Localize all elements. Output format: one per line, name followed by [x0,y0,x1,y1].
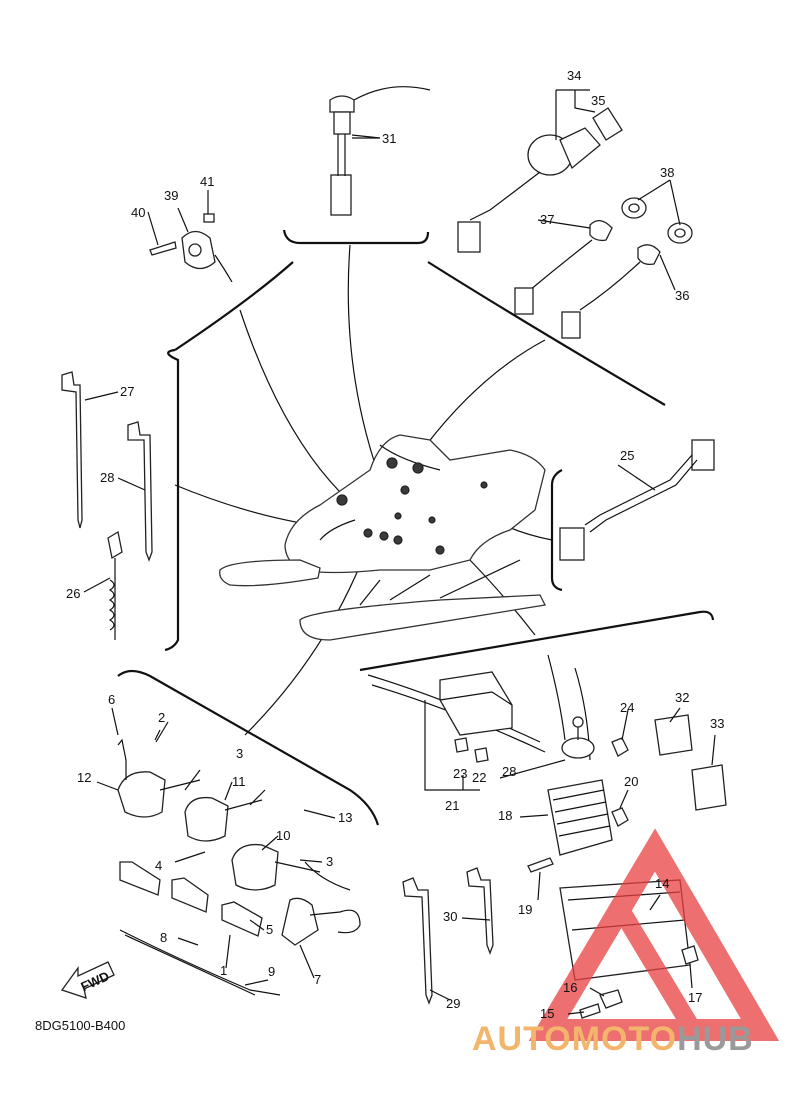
callout-23: 23 [453,766,467,781]
fwd-arrow: FWD [60,961,115,999]
lower-right-electrical [367,654,727,1019]
callout-9: 9 [268,964,275,979]
callout-31: 31 [382,131,396,146]
callout-4: 4 [155,858,162,873]
callout-10: 10 [276,828,290,843]
callout-26: 26 [66,586,80,601]
callout-18: 18 [498,808,512,823]
region-boundaries [117,229,715,826]
callout-1: 1 [220,963,227,978]
callout-25: 25 [620,448,634,463]
callout-5: 5 [266,922,273,937]
watermark-text-part1: AUTOMOTO [472,1020,678,1058]
watermark-text: AUTOMOTOHUB [472,1020,754,1059]
callout-41: 41 [200,174,214,189]
callout-2: 2 [158,710,165,725]
callout-39: 39 [164,188,178,203]
callout-6: 6 [108,692,115,707]
fwd-label: FWD [78,968,111,994]
callout-37: 37 [540,212,554,227]
callout-35: 35 [591,93,605,108]
callout-28b: 28 [502,764,516,779]
watermark-text-part2: HUB [677,1020,754,1058]
callout-3a: 3 [236,746,243,761]
part-27-28-26-ties [61,371,153,640]
callout-29: 29 [446,996,460,1011]
callout-7: 7 [314,972,321,987]
callout-24: 24 [620,700,634,715]
callout-numbers: 1 2 3 3 3 4 5 6 7 8 9 10 11 12 13 14 15 … [66,68,724,1021]
callout-28a: 28 [100,470,114,485]
callout-16: 16 [563,980,577,995]
part-36-37-lamps [514,179,693,339]
callout-3b: 3 [326,854,333,869]
callout-22: 22 [472,770,486,785]
part-31-sensor [329,86,431,216]
snowmobile-body [219,434,546,641]
part-39-sensor [149,213,233,283]
callout-38: 38 [660,165,674,180]
callout-17: 17 [688,990,702,1005]
ignition-coils [117,729,361,996]
callout-leaders [83,137,716,1015]
callout-32: 32 [675,690,689,705]
callout-8: 8 [160,930,167,945]
callout-36: 36 [675,288,689,303]
callout-11: 11 [232,774,246,789]
part-34-key-switch [457,89,623,253]
callout-21: 21 [445,798,459,813]
diagram-code: 8DG5100-B400 [35,1018,126,1033]
callout-14: 14 [655,876,669,891]
part-25-harness [559,439,715,561]
callout-15: 15 [540,1006,554,1021]
callout-40: 40 [131,205,145,220]
callout-20: 20 [624,774,638,789]
callout-12: 12 [77,770,91,785]
watermark-logo [528,828,780,1041]
callout-33: 33 [710,716,724,731]
callout-30: 30 [443,909,457,924]
callout-19: 19 [518,902,532,917]
callout-34: 34 [567,68,581,83]
callout-27: 27 [120,384,134,399]
callout-13: 13 [338,810,352,825]
